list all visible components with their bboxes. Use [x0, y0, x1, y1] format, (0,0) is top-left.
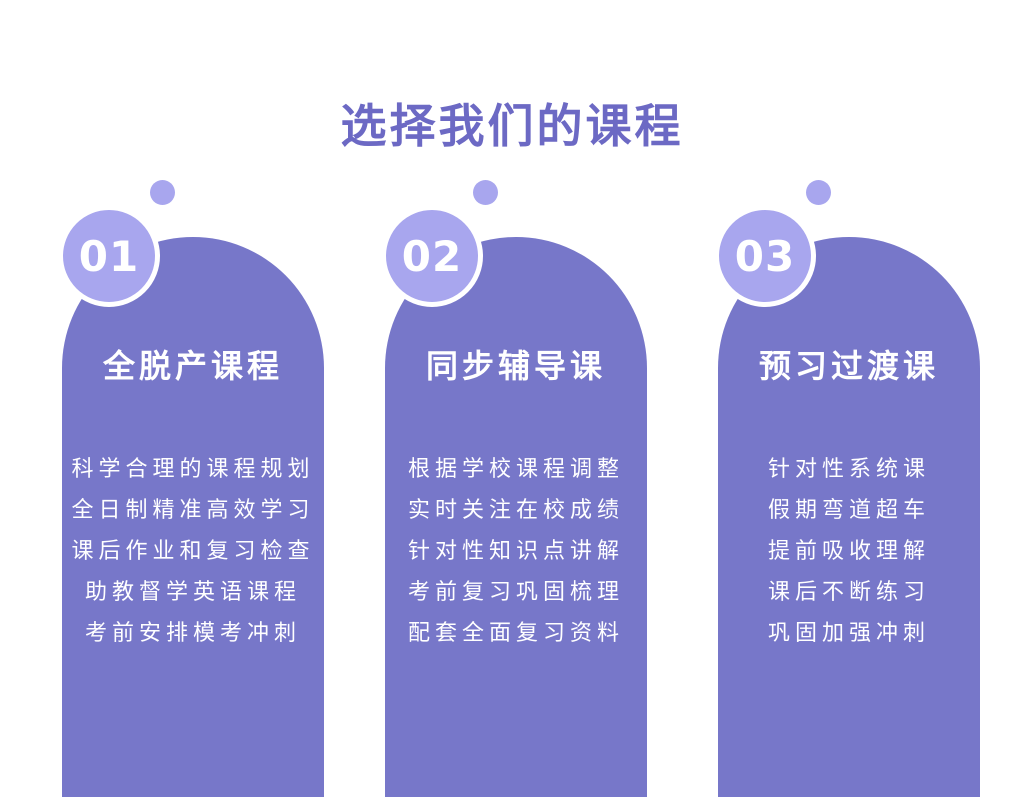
feature-item: 假期弯道超车	[767, 498, 930, 523]
course-title: 预习过渡课	[758, 347, 939, 385]
course-number-badge: 03	[714, 205, 816, 307]
feature-item: 针对性知识点讲解	[407, 539, 624, 564]
course-number-badge: 02	[381, 205, 483, 307]
feature-item: 巩固加强冲刺	[767, 621, 930, 646]
page-title: 选择我们的课程	[340, 99, 684, 153]
feature-item: 针对性系统课	[767, 457, 930, 482]
decorative-dot	[473, 180, 498, 205]
feature-item: 配套全面复习资料	[407, 621, 624, 646]
feature-list: 科学合理的课程规划 全日制精准高效学习 课后作业和复习检查 助教督学英语课程 考…	[62, 449, 324, 654]
course-card-1: 全脱产课程 科学合理的课程规划 全日制精准高效学习 课后作业和复习检查 助教督学…	[62, 237, 324, 797]
feature-item: 科学合理的课程规划	[71, 457, 315, 482]
decorative-dot	[150, 180, 175, 205]
feature-list: 根据学校课程调整 实时关注在校成绩 针对性知识点讲解 考前复习巩固梳理 配套全面…	[385, 449, 647, 654]
feature-item: 考前复习巩固梳理	[407, 580, 624, 605]
feature-item: 全日制精准高效学习	[71, 498, 315, 523]
feature-item: 提前吸收理解	[767, 539, 930, 564]
feature-item: 课后不断练习	[767, 580, 930, 605]
course-card-2: 同步辅导课 根据学校课程调整 实时关注在校成绩 针对性知识点讲解 考前复习巩固梳…	[385, 237, 647, 797]
feature-list: 针对性系统课 假期弯道超车 提前吸收理解 课后不断练习 巩固加强冲刺	[718, 449, 980, 654]
course-card-3: 预习过渡课 针对性系统课 假期弯道超车 提前吸收理解 课后不断练习 巩固加强冲刺	[718, 237, 980, 797]
decorative-dot	[806, 180, 831, 205]
feature-item: 实时关注在校成绩	[407, 498, 624, 523]
course-number-badge: 01	[58, 205, 160, 307]
feature-item: 考前安排模考冲刺	[84, 621, 301, 646]
course-title: 全脱产课程	[102, 347, 283, 385]
feature-item: 助教督学英语课程	[84, 580, 301, 605]
feature-item: 课后作业和复习检查	[71, 539, 315, 564]
course-title: 同步辅导课	[425, 347, 606, 385]
feature-item: 根据学校课程调整	[407, 457, 624, 482]
